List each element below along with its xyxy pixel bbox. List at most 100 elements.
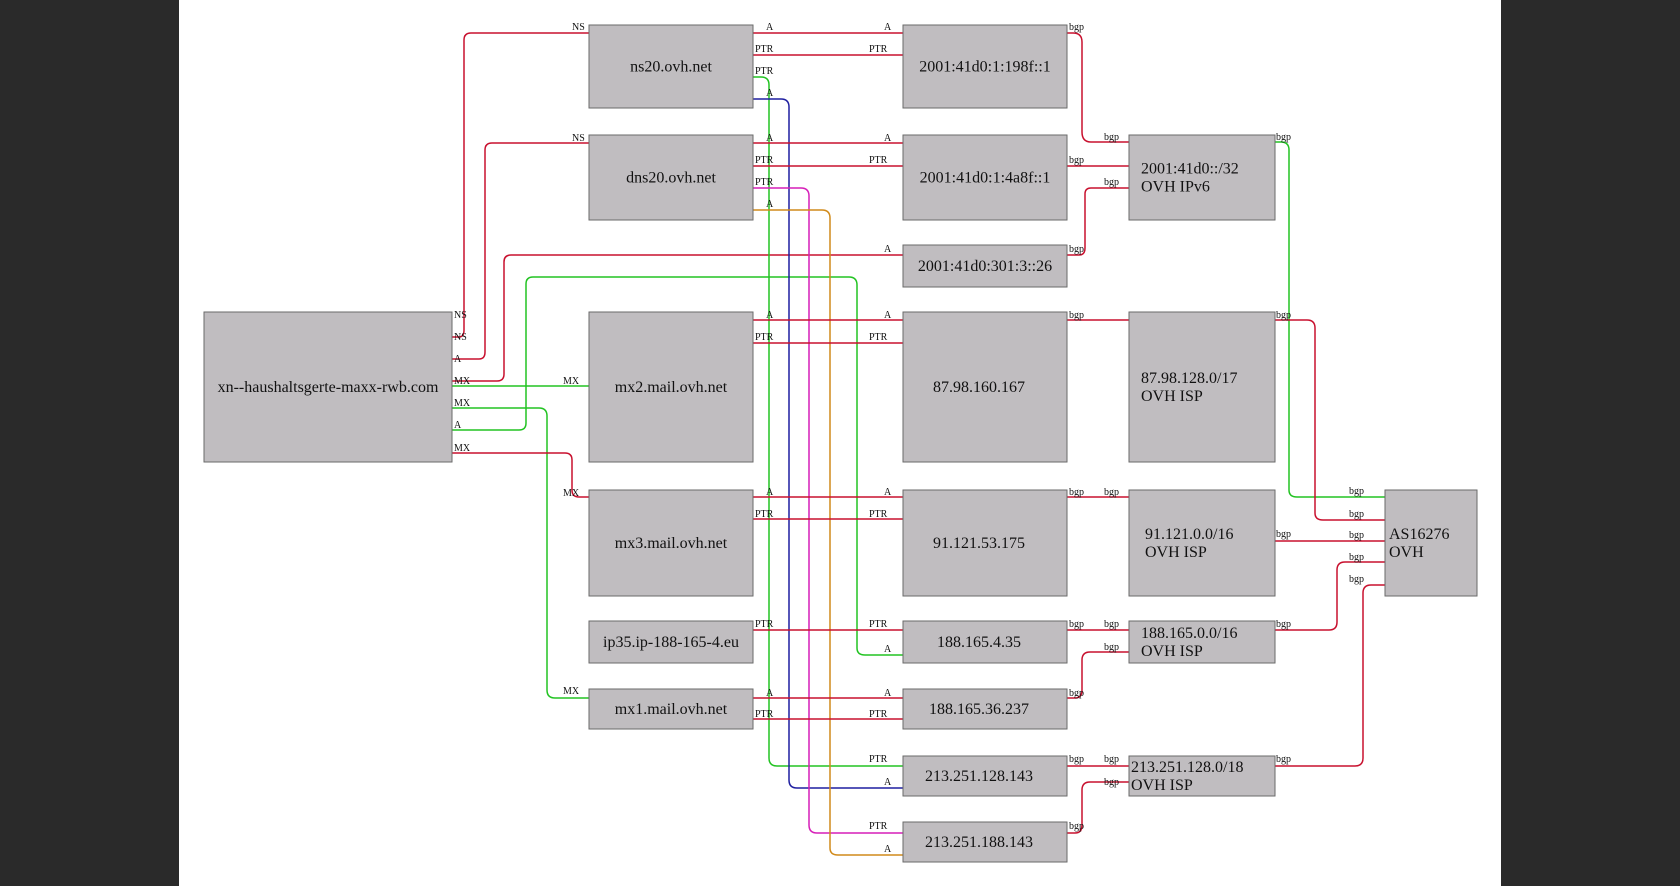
node-label: 188.165.0.0/16 xyxy=(1141,625,1237,642)
edge-label: MX xyxy=(563,376,580,387)
edge-label: A xyxy=(884,244,892,255)
node-label: OVH xyxy=(1389,544,1424,561)
edge-label: PTR xyxy=(755,709,774,720)
edge-orange xyxy=(753,209,903,856)
edge-label: PTR xyxy=(755,332,774,343)
edge-label: PTR xyxy=(755,177,774,188)
node-mx3: mx3.mail.ovh.net xyxy=(588,489,754,597)
edge-label: NS xyxy=(454,332,467,343)
node-label: 213.251.128.0/18 xyxy=(1131,759,1243,776)
diagram-canvas: xn--haushaltsgerte-maxx-rwb.com ns20.ovh.… xyxy=(179,0,1501,886)
edge-red xyxy=(1275,319,1385,521)
node-box xyxy=(1128,620,1276,664)
node-label: mx3.mail.ovh.net xyxy=(615,535,728,552)
node-ip_188_4: 188.165.4.35 xyxy=(902,620,1068,664)
edge-label: A xyxy=(766,88,774,99)
edge-blue xyxy=(753,98,903,789)
edge-label: PTR xyxy=(869,332,888,343)
edge-label: bgp xyxy=(1069,619,1084,630)
edge-label: PTR xyxy=(755,619,774,630)
edge-red xyxy=(1067,651,1129,699)
edge-label: A xyxy=(884,310,892,321)
node-box xyxy=(1128,755,1276,797)
edge-label: A xyxy=(766,688,774,699)
node-label: xn--haushaltsgerte-maxx-rwb.com xyxy=(218,379,439,396)
edge-label: MX xyxy=(454,398,471,409)
node-ip_87: 87.98.160.167 xyxy=(902,311,1068,463)
node-box xyxy=(902,244,1068,288)
node-box xyxy=(902,821,1068,863)
node-label: 2001:41d0::/32 xyxy=(1141,161,1239,178)
node-ns20: ns20.ovh.net xyxy=(588,24,754,109)
node-label: OVH ISP xyxy=(1131,777,1193,794)
edge-label: A xyxy=(766,22,774,33)
edge-label: bgp xyxy=(1104,132,1119,143)
node-box xyxy=(902,489,1068,597)
edge-red xyxy=(1275,584,1385,767)
edge-label: NS xyxy=(454,310,467,321)
edge-label: A xyxy=(884,22,892,33)
edge-label: A xyxy=(766,199,774,210)
edge-label: A xyxy=(884,133,892,144)
edge-label: bgp xyxy=(1104,754,1119,765)
edge-label: bgp xyxy=(1349,574,1364,585)
node-box xyxy=(588,311,754,463)
node-label: OVH IPv6 xyxy=(1141,179,1210,196)
node-label: ns20.ovh.net xyxy=(630,59,712,76)
node-box xyxy=(902,134,1068,221)
node-box xyxy=(902,688,1068,730)
edge-label: PTR xyxy=(869,709,888,720)
node-ip6_4a8f: 2001:41d0:1:4a8f::1 xyxy=(902,134,1068,221)
edge-label: PTR xyxy=(869,509,888,520)
edge-label: bgp xyxy=(1069,487,1084,498)
edge-green xyxy=(452,407,589,699)
edge-label: bgp xyxy=(1276,754,1291,765)
node-domain: xn--haushaltsgerte-maxx-rwb.com xyxy=(203,311,453,463)
node-label: 188.165.4.35 xyxy=(937,634,1021,651)
edge-label: NS xyxy=(572,133,585,144)
node-label: 213.251.128.143 xyxy=(925,768,1033,785)
node-mx2: mx2.mail.ovh.net xyxy=(588,311,754,463)
edge-label: bgp xyxy=(1069,754,1084,765)
node-label: 91.121.53.175 xyxy=(933,535,1025,552)
edge-red xyxy=(1275,561,1385,631)
edge-red xyxy=(452,452,589,498)
node-box xyxy=(588,24,754,109)
edge-label: bgp xyxy=(1104,642,1119,653)
edge-label: PTR xyxy=(869,619,888,630)
edge-green xyxy=(452,276,903,656)
edge-label: A xyxy=(454,354,462,365)
node-label: 2001:41d0:1:198f::1 xyxy=(919,59,1051,76)
node-ip_213_188: 213.251.188.143 xyxy=(902,821,1068,863)
edge-red xyxy=(1067,187,1129,256)
edge-label: bgp xyxy=(1276,310,1291,321)
edge-label: bgp xyxy=(1069,22,1084,33)
edge-red xyxy=(1067,781,1129,834)
node-ip6_301: 2001:41d0:301:3::26 xyxy=(902,244,1068,288)
edge-label: MX xyxy=(563,686,580,697)
node-box xyxy=(1128,311,1276,463)
edge-label: bgp xyxy=(1104,777,1119,788)
nodes-layer: xn--haushaltsgerte-maxx-rwb.com ns20.ovh.… xyxy=(203,24,1478,863)
node-label: ip35.ip-188-165-4.eu xyxy=(603,634,739,651)
edge-label: PTR xyxy=(869,44,888,55)
node-box xyxy=(588,489,754,597)
node-box xyxy=(203,311,453,463)
edge-label: bgp xyxy=(1349,509,1364,520)
node-box xyxy=(902,24,1068,109)
edge-label: bgp xyxy=(1104,177,1119,188)
node-label: 91.121.0.0/16 xyxy=(1145,526,1233,543)
edge-label: A xyxy=(884,644,892,655)
node-label: 87.98.128.0/17 xyxy=(1141,370,1237,387)
node-label: 213.251.188.143 xyxy=(925,834,1033,851)
node-label: OVH ISP xyxy=(1145,544,1207,561)
node-dns20: dns20.ovh.net xyxy=(588,134,754,221)
edge-label: PTR xyxy=(755,66,774,77)
node-box xyxy=(1128,489,1276,597)
node-label: 2001:41d0:301:3::26 xyxy=(918,258,1052,275)
